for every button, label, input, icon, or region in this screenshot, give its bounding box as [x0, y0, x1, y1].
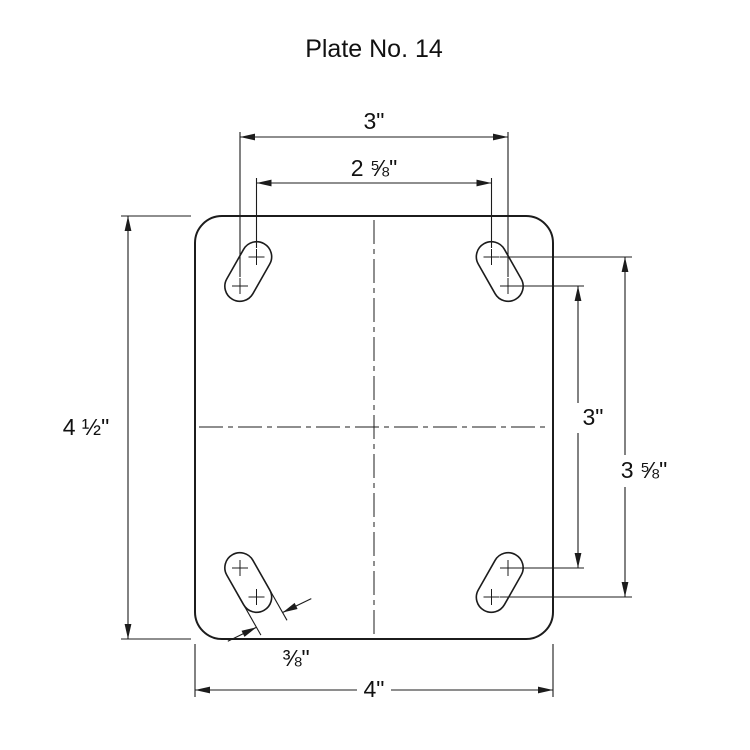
drawing-title: Plate No. 14: [305, 35, 443, 63]
label-bg: [611, 455, 678, 487]
dim-left-label: 4 ½": [63, 414, 110, 440]
label-bg: [357, 675, 391, 705]
cross-mark: [232, 278, 248, 294]
cross-mark: [500, 560, 516, 576]
dim-top-inner-label: 2 ⅝": [351, 155, 398, 181]
cross-mark: [500, 278, 516, 294]
dim-right-inner-label: 3": [583, 404, 604, 430]
dim-top-inner: [255, 178, 493, 248]
cross-mark: [483, 249, 500, 265]
cross-mark: [248, 249, 265, 265]
dim-right-outer: [500, 256, 632, 598]
dim-top-outer-label: 3": [364, 108, 385, 134]
label-bg: [575, 403, 611, 433]
dim-slot-width: [227, 579, 312, 642]
dim-left: [121, 215, 191, 640]
cross-mark: [483, 589, 500, 605]
dim-slot-width-label: ⅜": [282, 645, 309, 671]
cross-mark: [232, 560, 248, 576]
bolt-position-marks: [232, 249, 516, 605]
dim-bottom-label: 4": [364, 676, 385, 702]
cross-mark: [248, 589, 265, 605]
dim-top-outer: [239, 132, 509, 277]
dim-right-outer-label: 3 ⅝": [621, 457, 668, 483]
